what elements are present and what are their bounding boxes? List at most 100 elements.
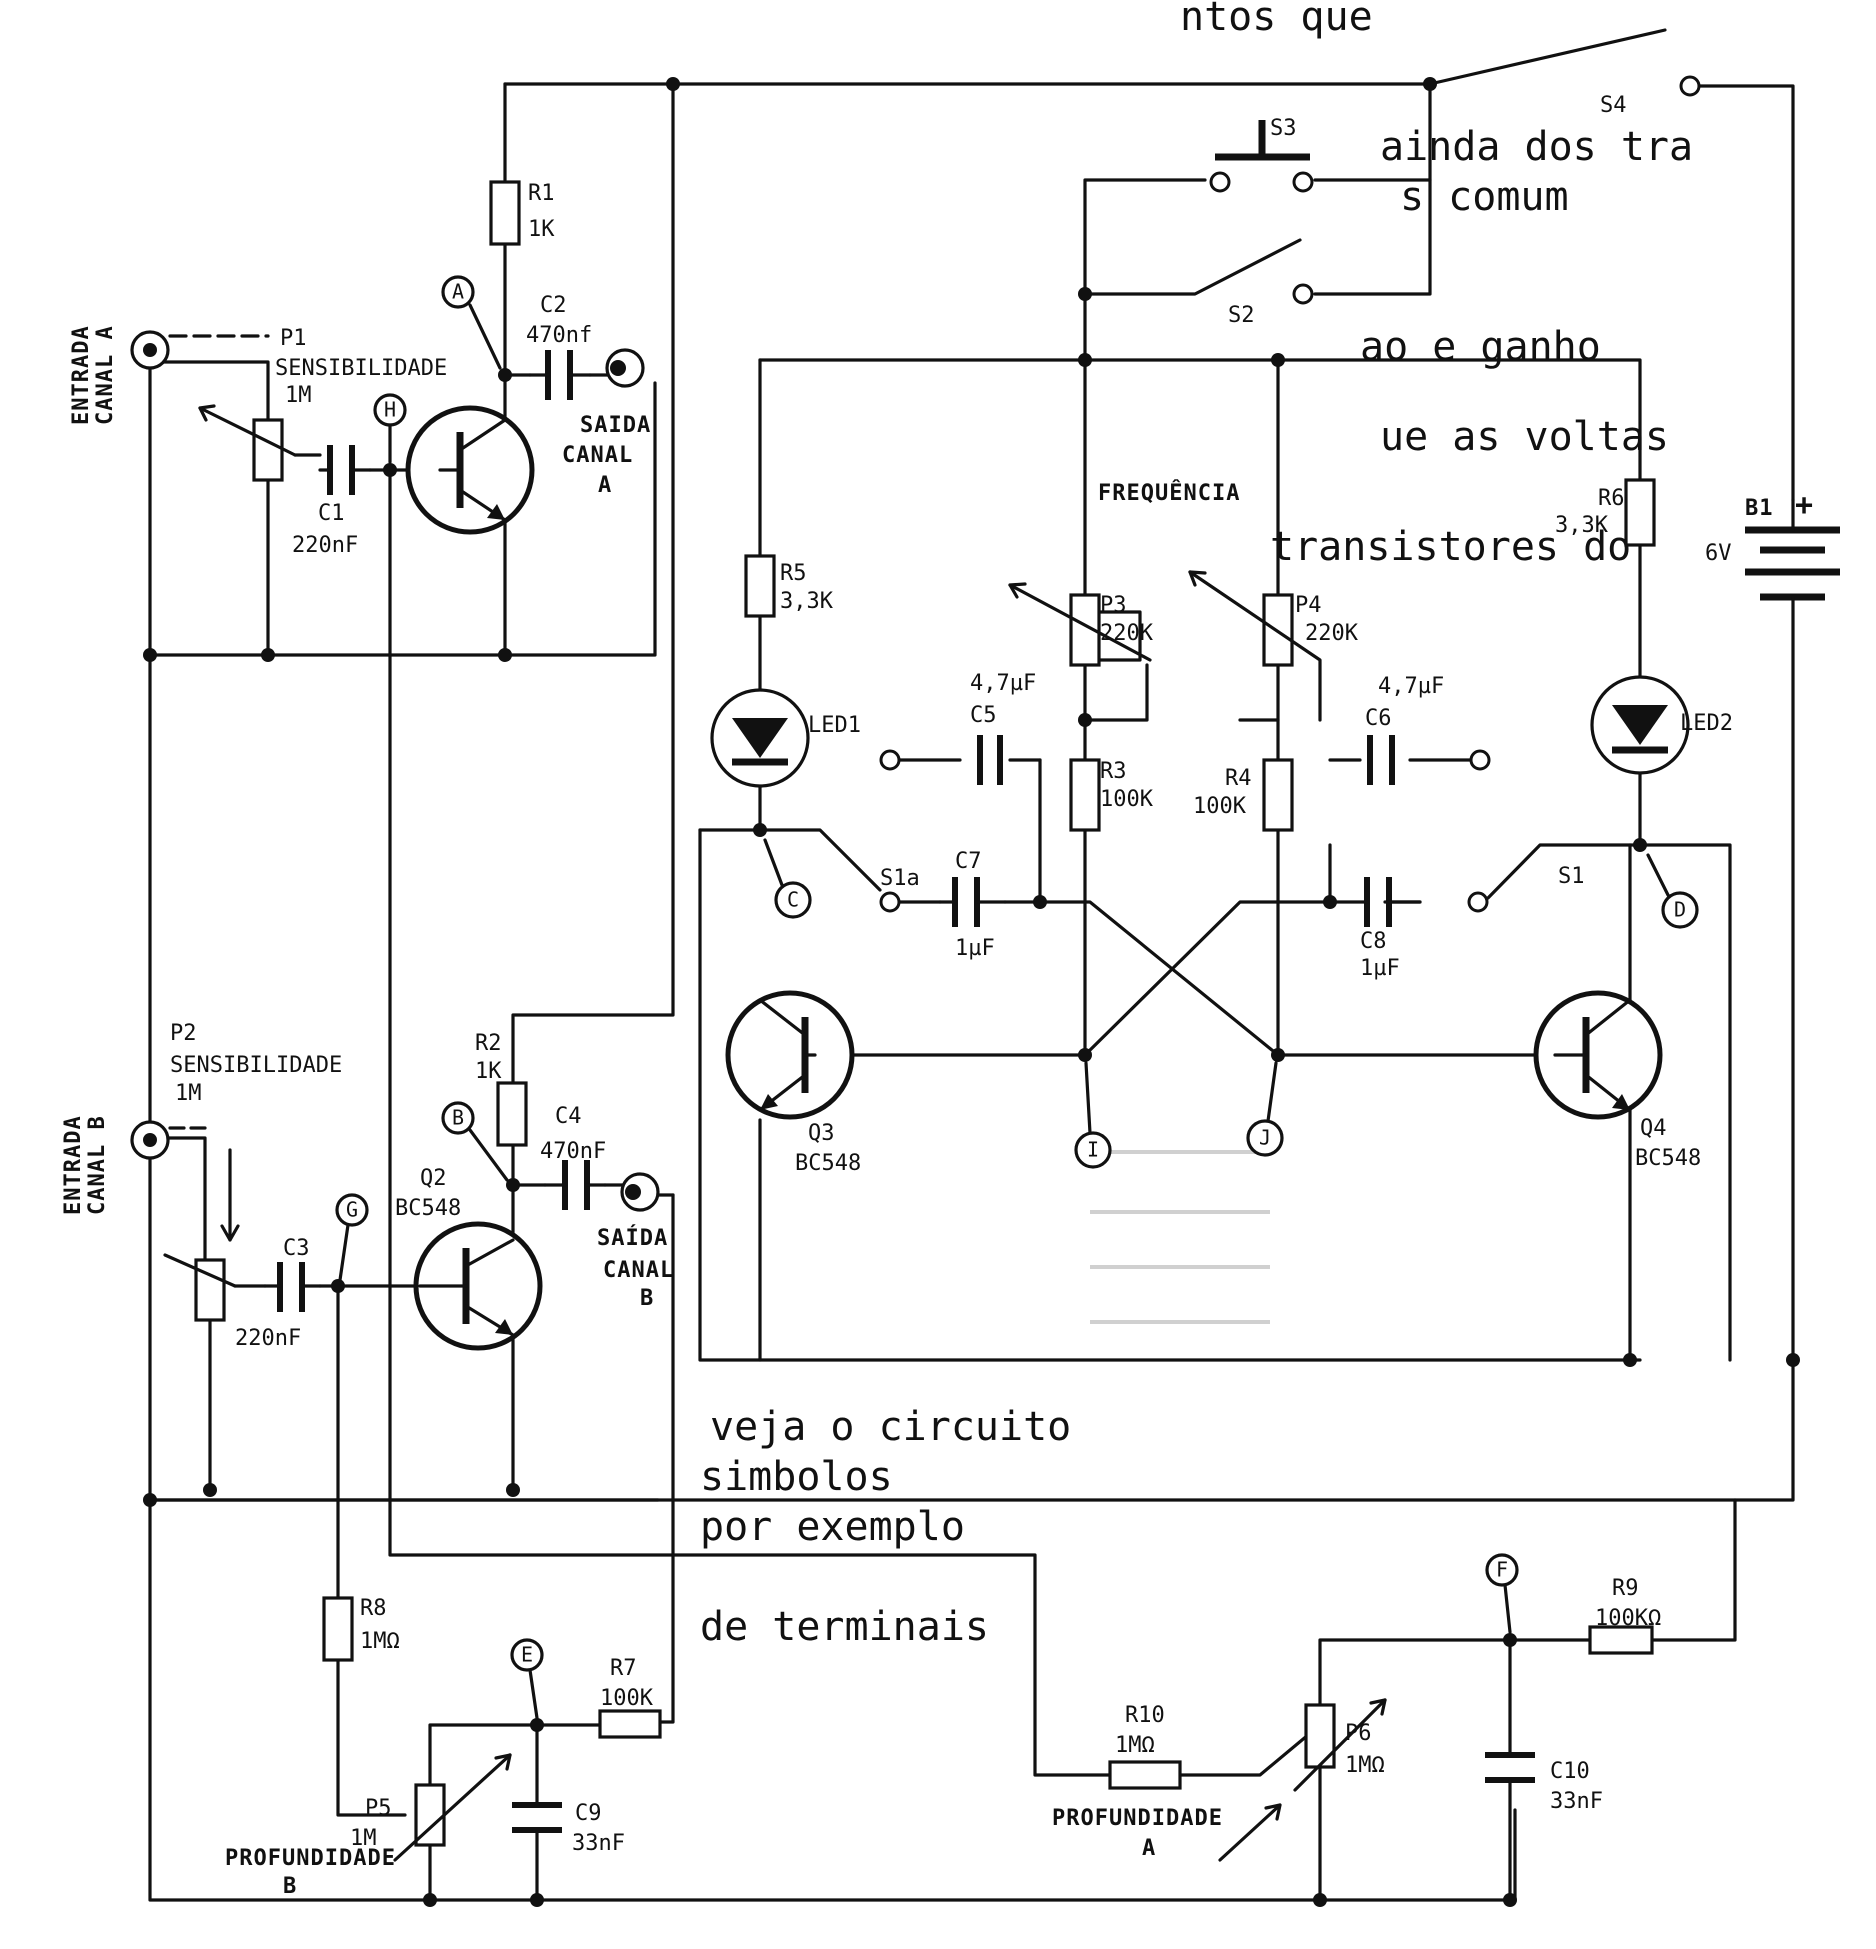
test-point-A: A	[441, 275, 502, 370]
background-text: por exemplo	[700, 1504, 965, 1550]
label-R9-name: R9	[1612, 1576, 1639, 1601]
battery-B1	[1745, 498, 1840, 602]
label-Q4-name: Q4	[1640, 1116, 1667, 1141]
label-C1-name: C1	[318, 501, 345, 526]
label-LED1-name: LED1	[808, 713, 861, 738]
output-jack-channel-a[interactable]	[605, 348, 645, 388]
input-jack-channel-b[interactable]	[130, 1120, 207, 1160]
svg-text:G: G	[346, 1198, 358, 1222]
capacitor-C5	[977, 735, 1003, 785]
transistor-Q3	[725, 990, 855, 1120]
label-C1-value: 220nF	[292, 533, 358, 558]
label-R3-name: R3	[1100, 759, 1127, 784]
svg-text:H: H	[384, 398, 396, 422]
svg-text:F: F	[1496, 1558, 1508, 1582]
potentiometer-P1	[198, 404, 297, 482]
label-P6-name: P6	[1345, 1721, 1372, 1746]
label-P1-name: P1	[280, 326, 307, 351]
svg-text:C: C	[787, 888, 799, 912]
switch-S2[interactable]	[1292, 283, 1314, 305]
label-entrada-b-line1: ENTRADA	[61, 1115, 86, 1215]
label-saida-a-line1: SAIDA	[580, 413, 651, 438]
background-text: simbolos	[700, 1454, 893, 1500]
input-jack-channel-a[interactable]	[130, 330, 270, 370]
test-point-I: I	[1074, 1061, 1112, 1169]
svg-text:B: B	[452, 1106, 464, 1130]
resistor-R1	[489, 180, 521, 246]
label-S1a-name: S1a	[880, 866, 920, 891]
potentiometer-P6	[1218, 1698, 1387, 1862]
label-R4-name: R4	[1225, 766, 1252, 791]
test-point-J: J	[1246, 1061, 1284, 1157]
led-LED1	[710, 688, 810, 788]
resistor-R9	[1588, 1625, 1654, 1655]
label-profundidade-b: PROFUNDIDADE	[225, 1846, 396, 1871]
led-LED2	[1590, 675, 1690, 775]
label-P1-value: 1M	[285, 383, 312, 408]
label-Q4-type: BC548	[1635, 1146, 1701, 1171]
label-P4-name: P4	[1295, 593, 1322, 618]
label-S4-name: S4	[1600, 93, 1627, 118]
background-table-line	[1090, 1265, 1270, 1269]
label-saida-a-line2: CANAL	[562, 443, 633, 468]
label-C5-name: C5	[970, 703, 997, 728]
label-C6-name: C6	[1365, 706, 1392, 731]
resistor-R5	[744, 554, 776, 618]
test-point-H: H	[373, 393, 407, 464]
svg-text:D: D	[1674, 898, 1686, 922]
switch-S3[interactable]	[1209, 120, 1314, 193]
jacks	[130, 330, 675, 1212]
capacitor-C3	[263, 1262, 322, 1312]
label-R8-value: 1MΩ	[360, 1629, 400, 1654]
capacitor-C9	[512, 1802, 562, 1833]
label-C6-value: 4,7µF	[1378, 674, 1444, 699]
label-LED2-name: LED2	[1680, 711, 1733, 736]
label-C4-value: 470nF	[540, 1139, 606, 1164]
label-profundidade-a: PROFUNDIDADE	[1052, 1806, 1223, 1831]
label-C7-name: C7	[955, 849, 982, 874]
background-text: ao e ganho	[1360, 324, 1601, 370]
output-jack-channel-b[interactable]	[620, 1172, 675, 1212]
capacitor-C1	[318, 445, 372, 495]
switch-S4[interactable]	[1679, 75, 1701, 97]
svg-text:E: E	[521, 1643, 533, 1667]
junctions	[143, 77, 1800, 1907]
transistors	[405, 405, 1663, 1351]
label-R2-value: 1K	[475, 1059, 502, 1084]
label-entrada-b-line2: CANAL B	[85, 1115, 110, 1215]
label-saida-b-line3: B	[640, 1286, 654, 1311]
transistor-Q2	[413, 1221, 543, 1351]
transistor-Q4	[1533, 843, 1663, 1120]
resistor-R2	[496, 1081, 528, 1147]
test-point-G: G	[335, 1193, 369, 1282]
background-text: s comum	[1400, 174, 1569, 220]
switches	[879, 75, 1701, 913]
label-P2-name: P2	[170, 1021, 197, 1046]
potentiometer-P5	[393, 1753, 512, 1862]
switch-S1[interactable]	[1467, 891, 1489, 913]
svg-text:J: J	[1259, 1126, 1271, 1150]
label-entrada-a-line1: ENTRADA	[69, 325, 94, 425]
wiring	[148, 28, 1795, 1902]
label-P3-value: 220K	[1100, 621, 1154, 646]
label-R9-value: 100KΩ	[1595, 1606, 1661, 1631]
terminal-c5	[879, 749, 901, 771]
resistor-R10	[1108, 1760, 1182, 1790]
label-S3-name: S3	[1270, 116, 1297, 141]
resistor-R7	[598, 1709, 662, 1739]
label-C10-name: C10	[1550, 1759, 1590, 1784]
background-text: veja o circuito	[710, 1404, 1071, 1450]
label-C10-value: 33nF	[1550, 1789, 1603, 1814]
label-P1-function: SENSIBILIDADE	[275, 356, 447, 381]
potentiometers	[163, 404, 1387, 1862]
label-R1-value: 1K	[528, 217, 555, 242]
label-R3-value: 100K	[1100, 787, 1154, 812]
label-R4-value: 100K	[1193, 794, 1247, 819]
label-P6-value: 1MΩ	[1345, 1753, 1385, 1778]
label-P5-value: 1M	[350, 1826, 377, 1851]
potentiometer-P3	[1008, 582, 1152, 667]
background-text: transistores do	[1270, 524, 1631, 570]
label-R2-name: R2	[475, 1031, 502, 1056]
switch-S1a[interactable]	[879, 891, 901, 913]
label-C9-name: C9	[575, 1801, 602, 1826]
